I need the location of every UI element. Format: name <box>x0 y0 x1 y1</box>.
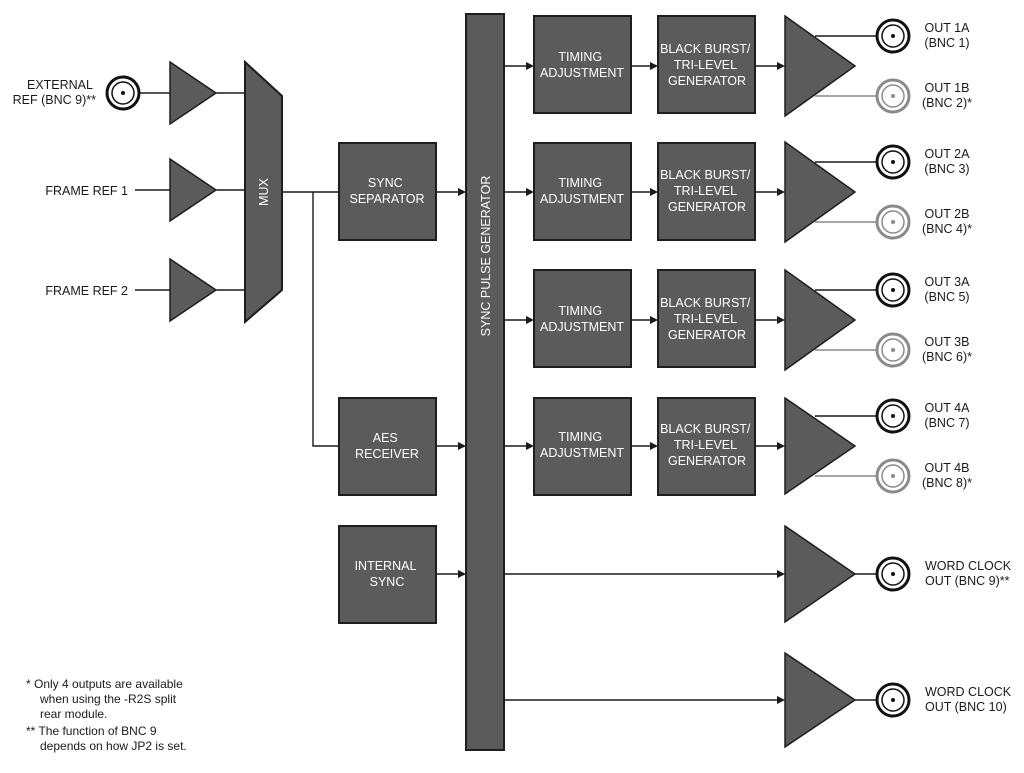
output-driver <box>784 396 857 496</box>
timing-adjustment-block <box>533 397 632 496</box>
sync-separator-block <box>338 142 437 241</box>
black-burst-generator-block <box>657 15 756 114</box>
external-ref-label: EXTERNAL REF (BNC 9)** <box>13 78 96 107</box>
output-label: OUT 4B(BNC 8)* <box>922 461 972 490</box>
output-label: OUT 1B(BNC 2)* <box>922 81 972 110</box>
output-bnc-connector <box>875 398 911 434</box>
input-buffer-frame-ref-1 <box>169 157 218 223</box>
output-label: OUT 3B(BNC 6)* <box>922 335 972 364</box>
black-burst-generator-label: BLACK BURST/ TRI-LEVEL GENERATOR <box>660 42 754 88</box>
mux-label: MUX <box>257 177 271 205</box>
output-driver <box>784 140 857 244</box>
aes-receiver-label: AES RECEIVER <box>355 431 419 461</box>
frame-ref-2-label: FRAME REF 2 <box>45 284 128 298</box>
internal-sync-label: INTERNAL SYNC <box>355 559 420 589</box>
black-burst-generator-label: BLACK BURST/ TRI-LEVEL GENERATOR <box>660 296 754 342</box>
output-bnc-connector <box>875 272 911 308</box>
output-label: OUT 3A(BNC 5) <box>924 275 970 304</box>
output-bnc-connector <box>875 204 911 240</box>
sync-separator-label: SYNC SEPARATOR <box>349 176 424 206</box>
black-burst-generator-block <box>657 142 756 241</box>
channel-1: TIMING ADJUSTMENT BLACK BURST/ TRI-LEVEL… <box>504 14 877 118</box>
black-burst-generator-block <box>657 269 756 368</box>
black-burst-generator-label: BLACK BURST/ TRI-LEVEL GENERATOR <box>660 422 754 468</box>
timing-adjustment-block <box>533 15 632 114</box>
output-driver <box>784 268 857 372</box>
black-burst-generator-block <box>657 397 756 496</box>
timing-adjustment-label: TIMING ADJUSTMENT <box>540 430 624 460</box>
internal-sync-block <box>338 525 437 624</box>
output-label: OUT 2B(BNC 4)* <box>922 207 972 236</box>
input-buffer-external <box>169 60 218 126</box>
output-driver <box>784 14 857 118</box>
channel-4: TIMING ADJUSTMENT BLACK BURST/ TRI-LEVEL… <box>504 396 877 496</box>
output-bnc-connector <box>875 556 911 592</box>
output-bnc-connector <box>875 458 911 494</box>
mux-block <box>244 59 283 325</box>
timing-adjustment-label: TIMING ADJUSTMENT <box>540 50 624 80</box>
output-label: OUT 4A(BNC 7) <box>924 401 970 430</box>
output-bnc-connector <box>875 144 911 180</box>
output-bnc-connector <box>875 18 911 54</box>
bnc-connector-external-ref <box>105 75 141 111</box>
channel-2: TIMING ADJUSTMENT BLACK BURST/ TRI-LEVEL… <box>504 140 877 244</box>
output-bnc-connector <box>875 682 911 718</box>
output-label: OUT 1A(BNC 1) <box>924 21 970 50</box>
frame-ref-1-label: FRAME REF 1 <box>45 184 128 198</box>
output-bnc-connector <box>875 332 911 368</box>
input-buffer-frame-ref-2 <box>169 257 218 323</box>
output-connectors: OUT 1A(BNC 1) OUT 1B(BNC 2)* OUT 2A(BNC 3)… <box>875 18 1012 718</box>
word-clock-driver-bnc9 <box>784 524 857 624</box>
timing-adjustment-label: TIMING ADJUSTMENT <box>540 176 624 206</box>
sync-pulse-generator-block <box>465 13 505 751</box>
output-bnc-connector <box>875 78 911 114</box>
footnotes: * Only 4 outputs are available when usin… <box>26 677 187 753</box>
sync-pulse-generator-label: SYNC PULSE GENERATOR <box>479 176 493 337</box>
channel-3: TIMING ADJUSTMENT BLACK BURST/ TRI-LEVEL… <box>504 268 877 372</box>
black-burst-generator-label: BLACK BURST/ TRI-LEVEL GENERATOR <box>660 168 754 214</box>
timing-adjustment-label: TIMING ADJUSTMENT <box>540 304 624 334</box>
output-label: OUT 2A(BNC 3) <box>924 147 970 176</box>
timing-adjustment-block <box>533 269 632 368</box>
word-clock-driver-bnc10 <box>784 651 857 749</box>
